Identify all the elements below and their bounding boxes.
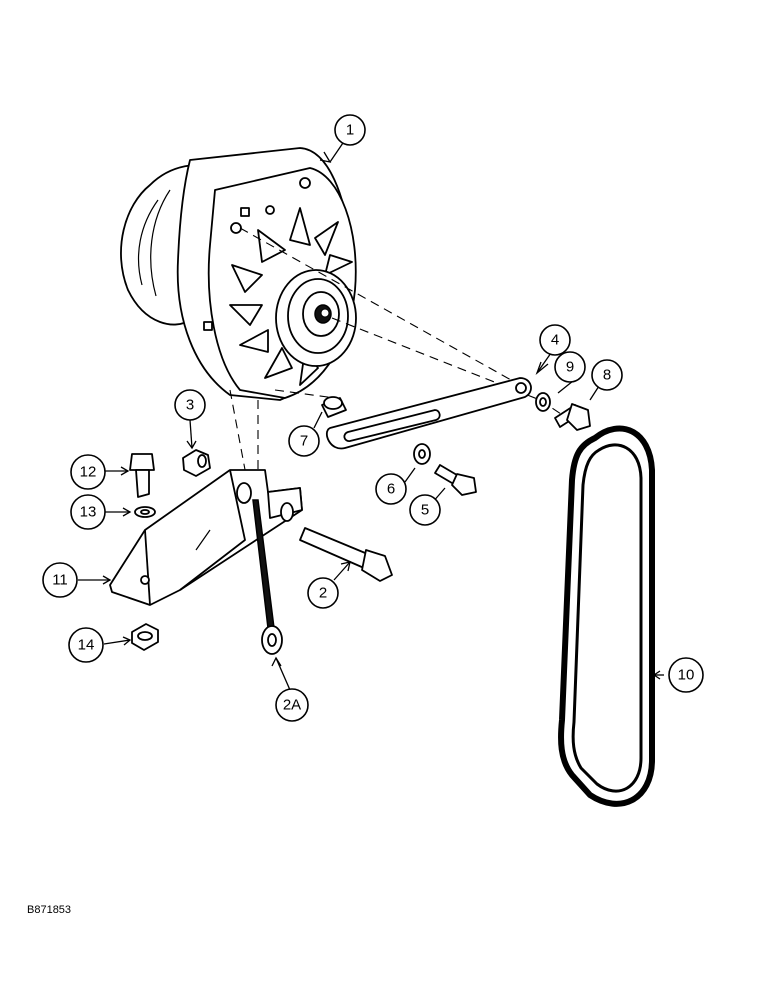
callout-4: 4 — [539, 324, 571, 356]
callout-10-label: 10 — [678, 667, 695, 684]
callout-8-label: 8 — [603, 367, 611, 384]
callout-4-label: 4 — [551, 332, 559, 349]
alternator-fan — [229, 207, 353, 386]
callout-14: 14 — [68, 627, 104, 663]
callout-5-label: 5 — [421, 502, 429, 519]
spacer — [321, 396, 347, 418]
drive-belt — [558, 425, 655, 807]
callout-6: 6 — [375, 473, 407, 505]
bolt-2 — [299, 527, 393, 582]
nut-3 — [182, 449, 211, 477]
leader-lines — [78, 139, 664, 691]
bolt-8 — [554, 403, 591, 431]
callout-7: 7 — [288, 425, 320, 457]
callout-13: 13 — [70, 494, 106, 530]
bolt-12 — [129, 453, 155, 498]
callout-14-label: 14 — [78, 637, 95, 654]
callout-3: 3 — [174, 389, 206, 421]
alternator-pulley — [275, 269, 357, 367]
callout-9: 9 — [554, 351, 586, 383]
adjusting-strap — [325, 377, 532, 450]
callout-2a-label: 2A — [283, 697, 301, 714]
callout-2-label: 2 — [319, 585, 327, 602]
callout-11-label: 11 — [52, 572, 68, 589]
nut-14 — [131, 623, 159, 651]
callout-1-label: 1 — [346, 122, 354, 139]
callout-13-label: 13 — [80, 504, 97, 521]
callout-11: 11 — [42, 562, 78, 598]
callout-12-label: 12 — [80, 464, 97, 481]
callout-1: 1 — [334, 114, 366, 146]
callout-3-label: 3 — [186, 397, 194, 414]
callout-5: 5 — [409, 494, 441, 526]
bolt-5 — [434, 464, 477, 496]
callout-9-label: 9 — [566, 359, 574, 376]
figure-reference-code: B871853 — [27, 904, 72, 916]
callout-2: 2 — [307, 577, 339, 609]
callout-6-label: 6 — [387, 481, 395, 498]
callout-10: 10 — [668, 657, 704, 693]
callout-2a: 2A — [275, 688, 309, 722]
callout-7-label: 7 — [300, 433, 308, 450]
alternator — [120, 147, 357, 401]
callout-8: 8 — [591, 359, 623, 391]
callout-12: 12 — [70, 454, 106, 490]
